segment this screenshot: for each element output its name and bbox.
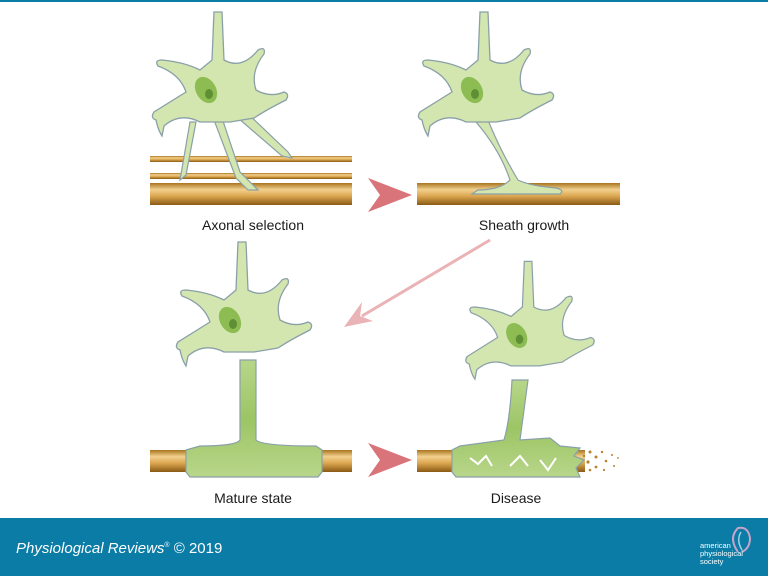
panel-disease bbox=[417, 260, 619, 478]
aps-logo: american physiological society bbox=[698, 524, 758, 572]
journal-name: Physiological Reviews bbox=[16, 540, 165, 557]
panel-mature-state bbox=[150, 241, 352, 478]
logo-line: physiological bbox=[700, 549, 743, 558]
copyright: © 2019 bbox=[173, 540, 223, 557]
panel-sheath-growth bbox=[417, 11, 620, 205]
footer-bar: Physiological Reviews® © 2019 american p… bbox=[0, 518, 768, 576]
arrow-diagonal bbox=[344, 238, 491, 327]
logo-line: american bbox=[700, 541, 731, 550]
label-axonal-selection: Axonal selection bbox=[202, 217, 304, 233]
arrow-right-bottom bbox=[368, 443, 412, 477]
axon-thin bbox=[150, 173, 352, 179]
aps-logo-icon bbox=[732, 526, 752, 553]
label-mature-state: Mature state bbox=[214, 490, 292, 506]
registered-mark: ® bbox=[164, 542, 170, 549]
label-sheath-growth: Sheath growth bbox=[478, 217, 570, 233]
label-disease: Disease bbox=[490, 490, 542, 506]
myelin-sheath bbox=[185, 359, 323, 478]
damaged-sheath bbox=[451, 379, 586, 478]
panel-axonal-selection bbox=[150, 11, 352, 205]
myelination-diagram bbox=[150, 11, 620, 478]
axon-thin bbox=[150, 156, 352, 162]
debris-particles bbox=[582, 450, 619, 472]
axon-thick bbox=[150, 183, 352, 205]
logo-line: society bbox=[700, 557, 724, 566]
journal-citation: Physiological Reviews® © 2019 bbox=[16, 540, 222, 557]
arrow-right-top bbox=[368, 178, 412, 212]
top-accent-line bbox=[0, 0, 768, 2]
